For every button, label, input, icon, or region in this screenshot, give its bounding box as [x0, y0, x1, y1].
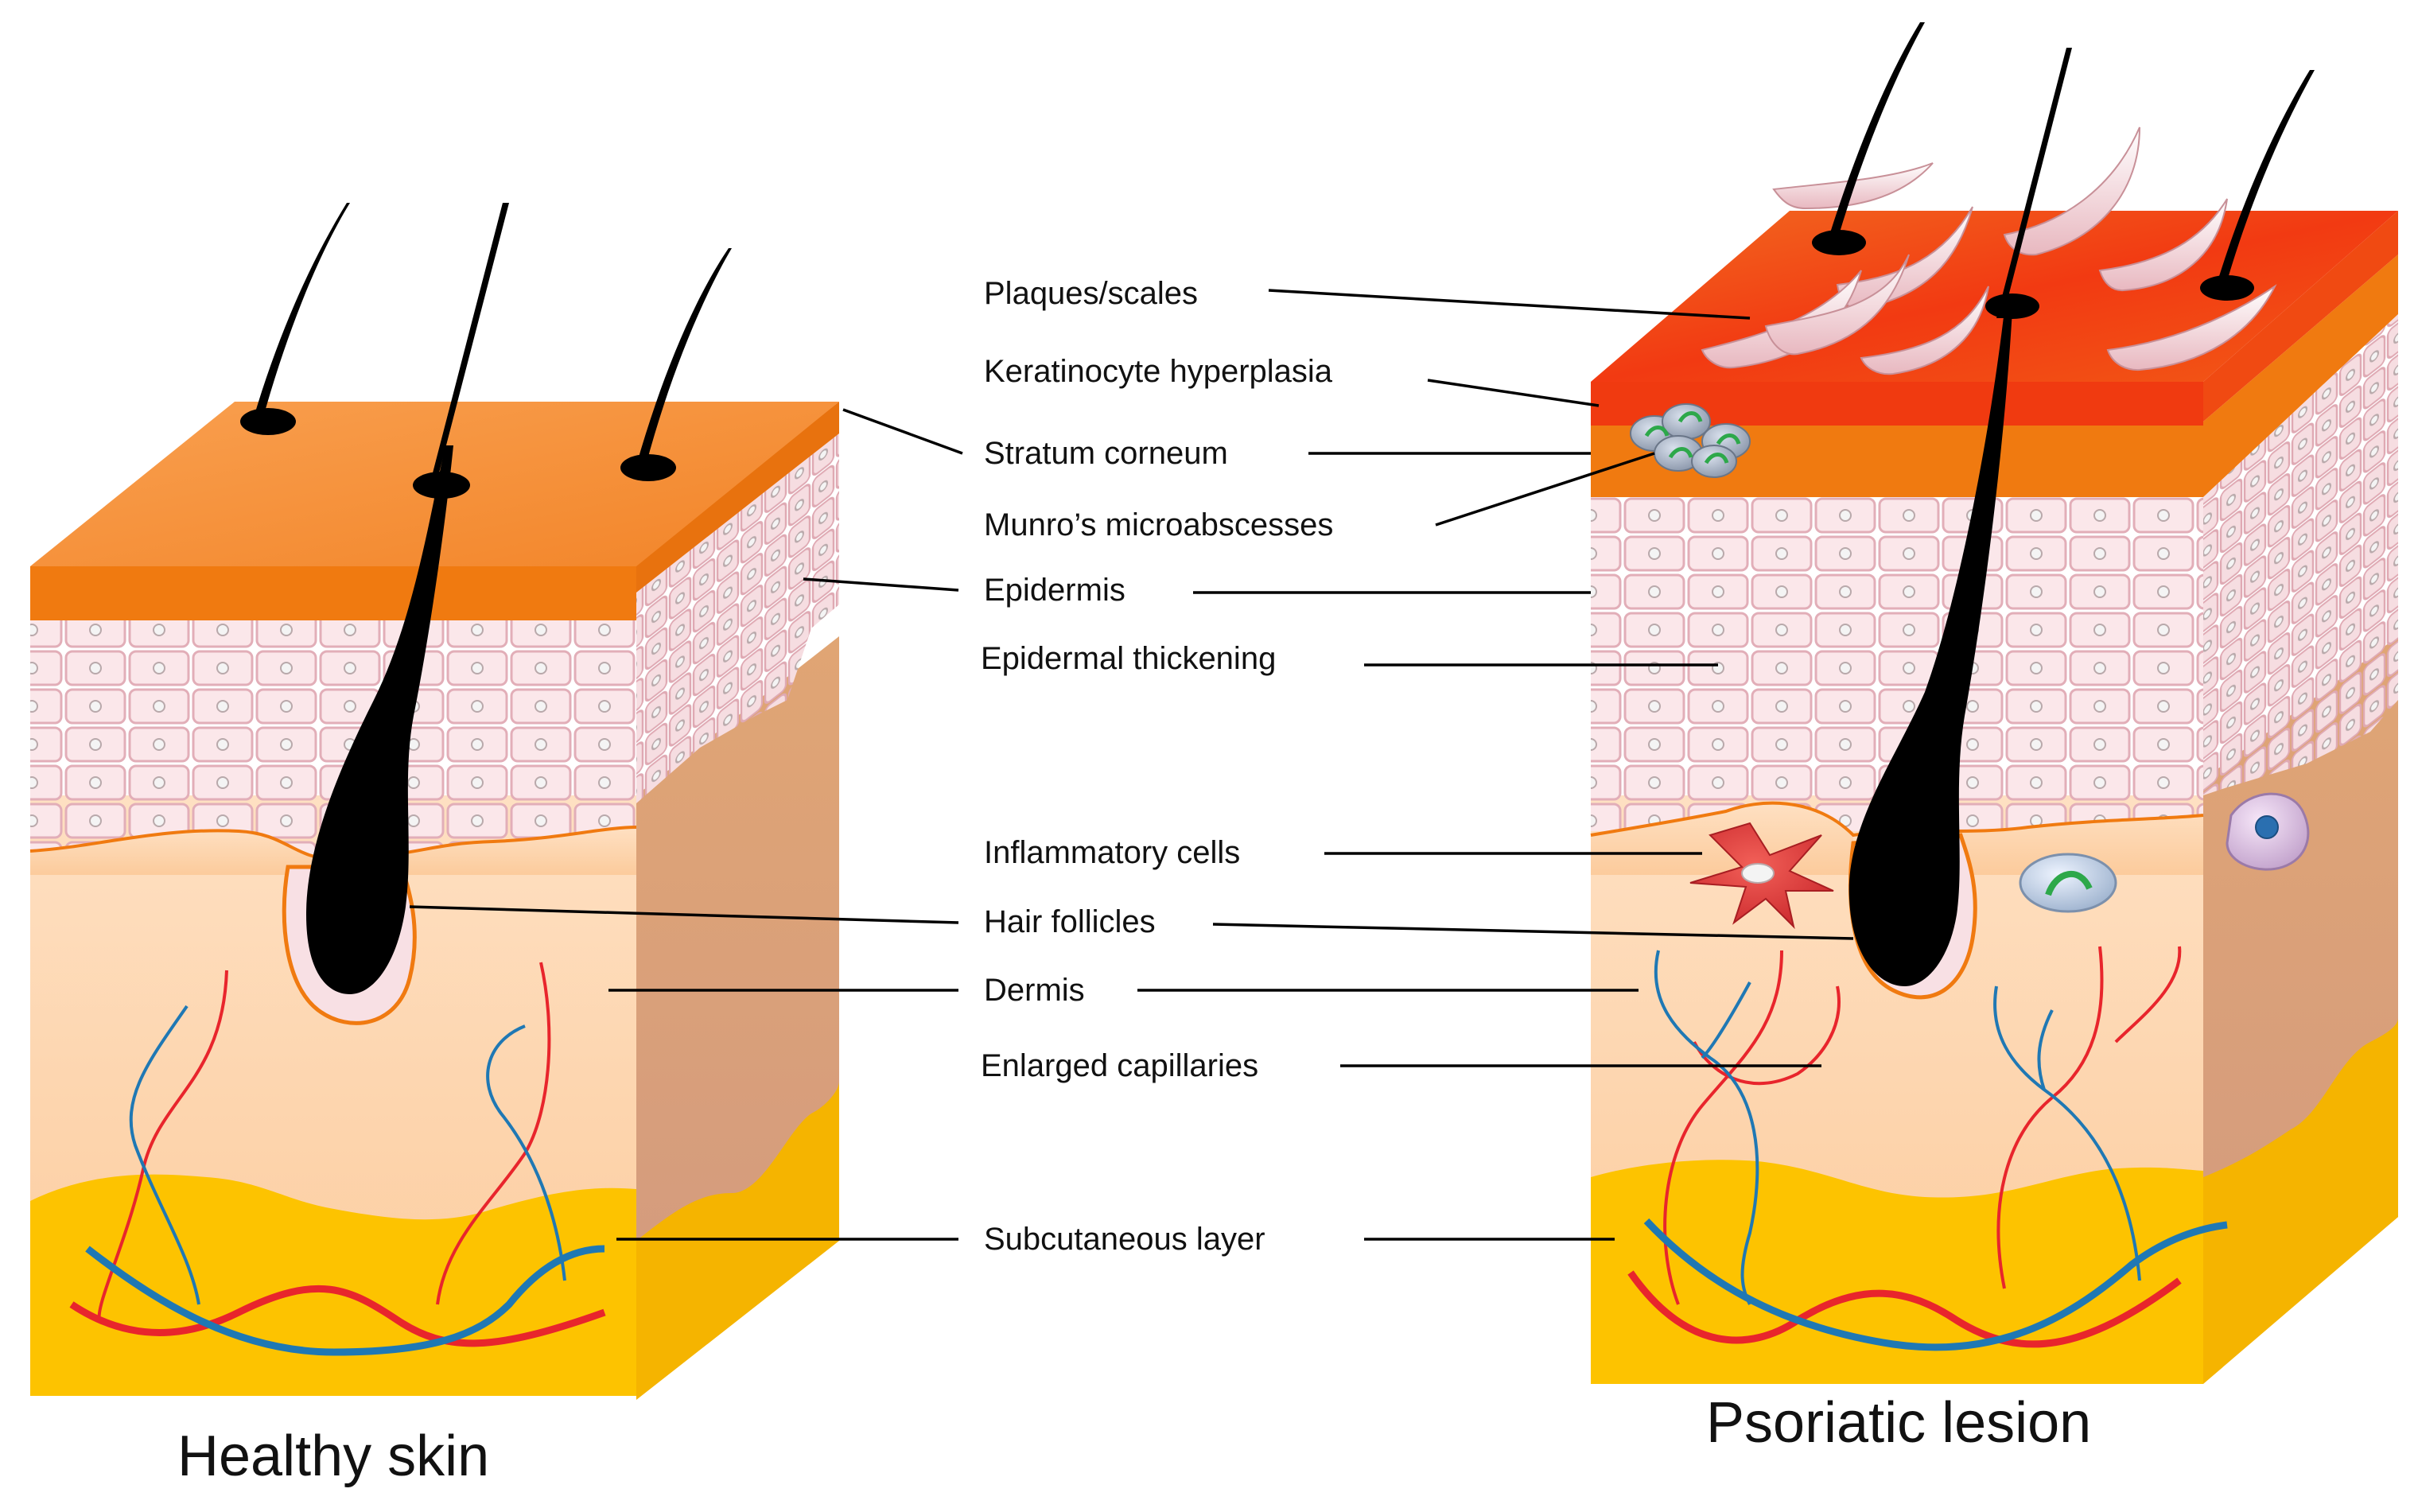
psoriatic-hair-bulb [1848, 310, 2012, 986]
label-inflammatory-cells: Inflammatory cells [984, 835, 1240, 870]
healthy-front-corneum [30, 566, 636, 620]
leader-keratinocyte [1427, 379, 1600, 407]
psoriatic-side-corneum [2203, 255, 2398, 497]
label-munros-microabscesses: Munro’s microabscesses [984, 507, 1333, 542]
label-hair-follicles: Hair follicles [984, 904, 1156, 939]
caption-psoriatic-lesion: Psoriatic lesion [1706, 1391, 2091, 1455]
psoriatic-hair-pore-left [1812, 230, 1866, 255]
leader-follicles-left [409, 905, 959, 924]
healthy-skin-block [29, 203, 839, 1400]
label-subcutaneous-layer: Subcutaneous layer [984, 1222, 1265, 1257]
psoriatic-vein [1643, 1218, 2228, 1351]
munro-microabscesses [1630, 403, 1751, 478]
healthy-artery [69, 1285, 606, 1347]
psoriatic-hair-shaft-center [1996, 48, 2072, 318]
healthy-side-subcutaneous [636, 1082, 839, 1400]
label-stratum-corneum: Stratum corneum [984, 436, 1228, 471]
healthy-hair-shaft-right [636, 248, 732, 465]
leader-epidermis-left [803, 577, 959, 592]
caption-healthy-skin: Healthy skin [177, 1425, 489, 1488]
healthy-hair-shaft-center [430, 203, 509, 485]
label-keratinocyte-hyperplasia: Keratinocyte hyperplasia [984, 354, 1333, 389]
healthy-vein [85, 1245, 605, 1356]
healthy-side-corneum [636, 402, 839, 593]
psoriatic-capillaries [1627, 946, 2228, 1351]
psoriatic-side-epidermis [2203, 314, 2398, 795]
psoriatic-side-subcutaneous [2203, 1018, 2398, 1384]
healthy-hair-bulb [306, 445, 453, 994]
healthy-hair-pore-left [240, 408, 296, 435]
label-dermis: Dermis [984, 973, 1085, 1008]
neutrophil-cell [2019, 853, 2117, 913]
psoriatic-hair-shaft-left [1828, 22, 1925, 240]
labels: Plaques/scales Keratinocyte hyperplasia … [177, 276, 2091, 1488]
healthy-capillaries [69, 962, 606, 1356]
healthy-hair-shaft-left [253, 203, 350, 420]
psoriatic-hair-shaft-right [2216, 70, 2315, 286]
psoriatic-lesion-block [1590, 22, 2398, 1384]
inflammatory-cells [1689, 792, 2310, 930]
psoriatic-hair-pore-right [2200, 275, 2254, 301]
healthy-epidermis-boundary [30, 827, 636, 875]
psoriatic-artery [1627, 1270, 2182, 1348]
leader-plaques [1268, 289, 1751, 320]
psoriatic-hair-pore-center [1985, 293, 2039, 319]
leader-lines [409, 289, 1854, 1241]
label-epidermis: Epidermis [984, 573, 1125, 608]
psoriatic-front-subcutaneous [1591, 1160, 2203, 1384]
healthy-hair-pore-center [413, 472, 470, 499]
healthy-side-epidermis [636, 433, 839, 803]
leader-follicles-right [1212, 923, 1854, 940]
label-enlarged-capillaries: Enlarged capillaries [981, 1048, 1258, 1083]
healthy-hair-pore-right [620, 454, 676, 481]
leader-stratum-left [842, 408, 963, 455]
leader-munro [1435, 452, 1655, 527]
label-epidermal-thickening: Epidermal thickening [981, 641, 1276, 676]
label-plaques-scales: Plaques/scales [984, 276, 1198, 311]
